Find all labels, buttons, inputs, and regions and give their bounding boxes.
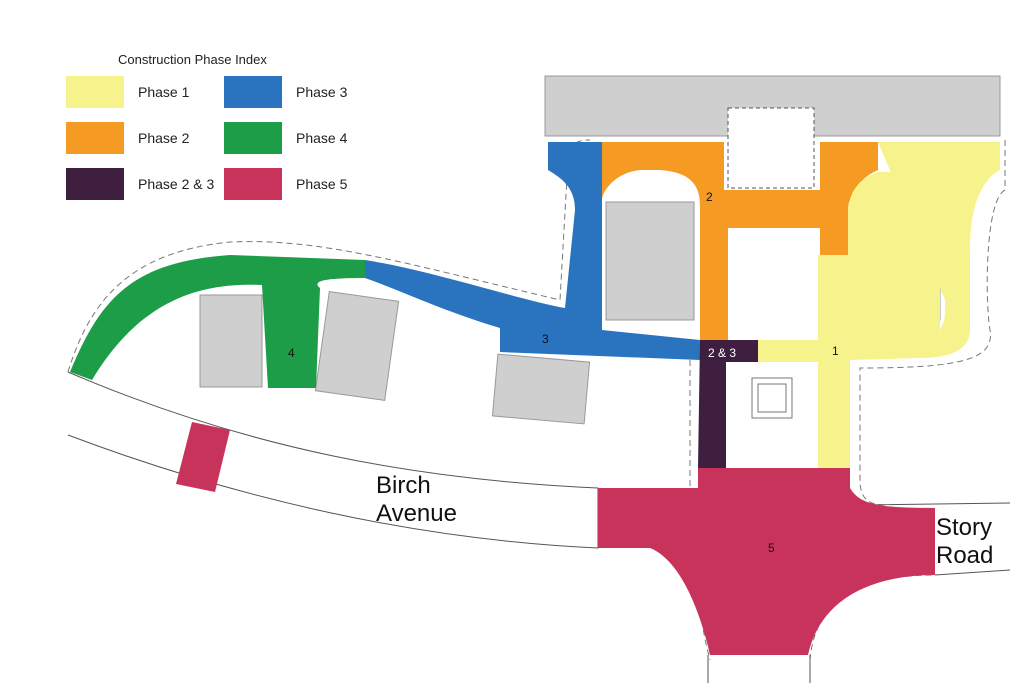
legend-swatch-phase-2-3 xyxy=(66,168,124,200)
phase-2-area xyxy=(602,142,878,340)
story-road xyxy=(859,502,1011,576)
birch-avenue-label: Birch Avenue xyxy=(376,472,457,528)
legend-swatch-phase-3 xyxy=(224,76,282,108)
legend-label-phase-1: Phase 1 xyxy=(138,84,190,100)
legend-label-phase-4: Phase 4 xyxy=(296,130,348,146)
building-left-a xyxy=(199,294,263,388)
zone-label-5: 5 xyxy=(768,541,775,555)
courtyard-north xyxy=(727,107,815,189)
phase-1-area xyxy=(758,142,1000,468)
legend-swatch-phase-1 xyxy=(66,76,124,108)
zone-label-3: 3 xyxy=(542,332,549,346)
story-label-line1: Story xyxy=(936,514,993,541)
legend-label-phase-2: Phase 2 xyxy=(138,130,190,146)
phase-5-crosswalk xyxy=(176,422,230,492)
phase-2-3-area xyxy=(698,340,758,468)
building-left-b xyxy=(314,291,400,401)
kiosk-inner xyxy=(757,383,787,413)
building-west-court xyxy=(605,201,695,321)
story-road-label: Story Road xyxy=(936,514,993,570)
zone-label-2: 2 xyxy=(706,190,713,204)
phase-4-area xyxy=(70,255,365,388)
building-mid xyxy=(491,353,591,425)
story-label-line2: Road xyxy=(936,542,994,569)
phase-5-plaza xyxy=(598,468,935,655)
birch-label-line2: Avenue xyxy=(376,500,457,527)
legend-swatch-phase-4 xyxy=(224,122,282,154)
zone-label-4: 4 xyxy=(288,346,295,360)
phase-3-area xyxy=(365,142,700,360)
legend-label-phase-2-3: Phase 2 & 3 xyxy=(138,176,215,192)
zone-label-2-3: 2 & 3 xyxy=(708,346,737,360)
legend-label-phase-5: Phase 5 xyxy=(296,176,348,192)
south-road-edges xyxy=(707,655,811,683)
legend-title: Construction Phase Index xyxy=(118,52,267,67)
legend-swatch-phase-5 xyxy=(224,168,282,200)
legend-label-phase-3: Phase 3 xyxy=(296,84,348,100)
legend-swatch-phase-2 xyxy=(66,122,124,154)
zone-label-1: 1 xyxy=(832,344,839,358)
phase-legend: Construction Phase Index Phase 1 Phase 2… xyxy=(66,50,366,210)
birch-label-line1: Birch xyxy=(376,472,431,499)
